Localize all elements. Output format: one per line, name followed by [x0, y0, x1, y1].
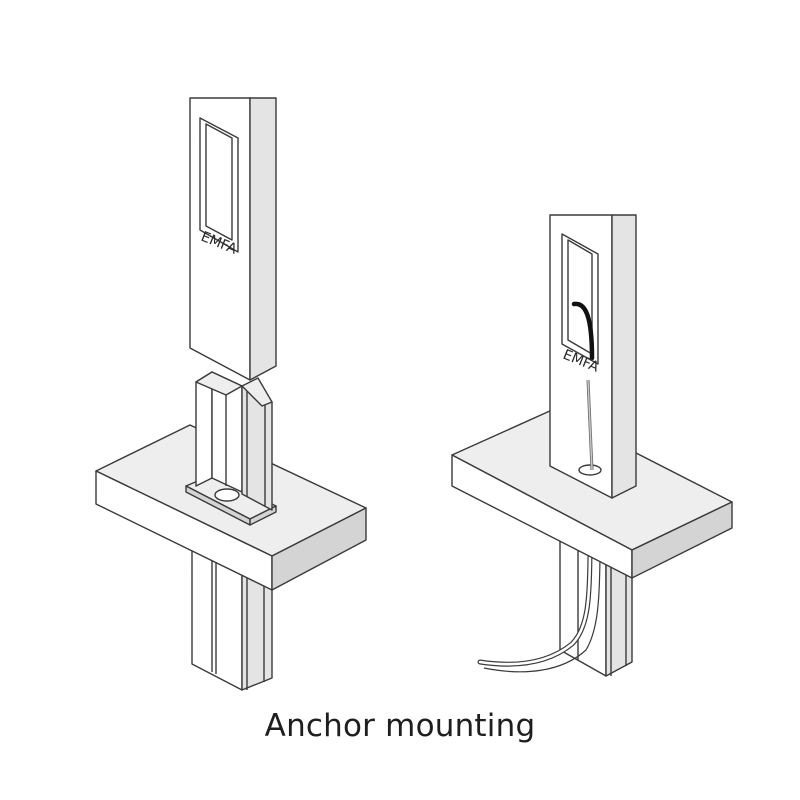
right-post: EMFA: [549, 214, 637, 499]
caption: Anchor mounting: [264, 708, 536, 744]
left-assembly: EMFA: [95, 97, 367, 691]
right-assembly: EMFA: [451, 214, 733, 677]
left-anchor-lower: [191, 549, 273, 691]
power-cable: [477, 542, 601, 673]
right-anchor-bolt-hole: [578, 464, 602, 476]
left-anchor-upper: [195, 371, 273, 511]
left-post: EMFA: [189, 97, 277, 381]
anchor-bolt-hole: [214, 488, 240, 502]
